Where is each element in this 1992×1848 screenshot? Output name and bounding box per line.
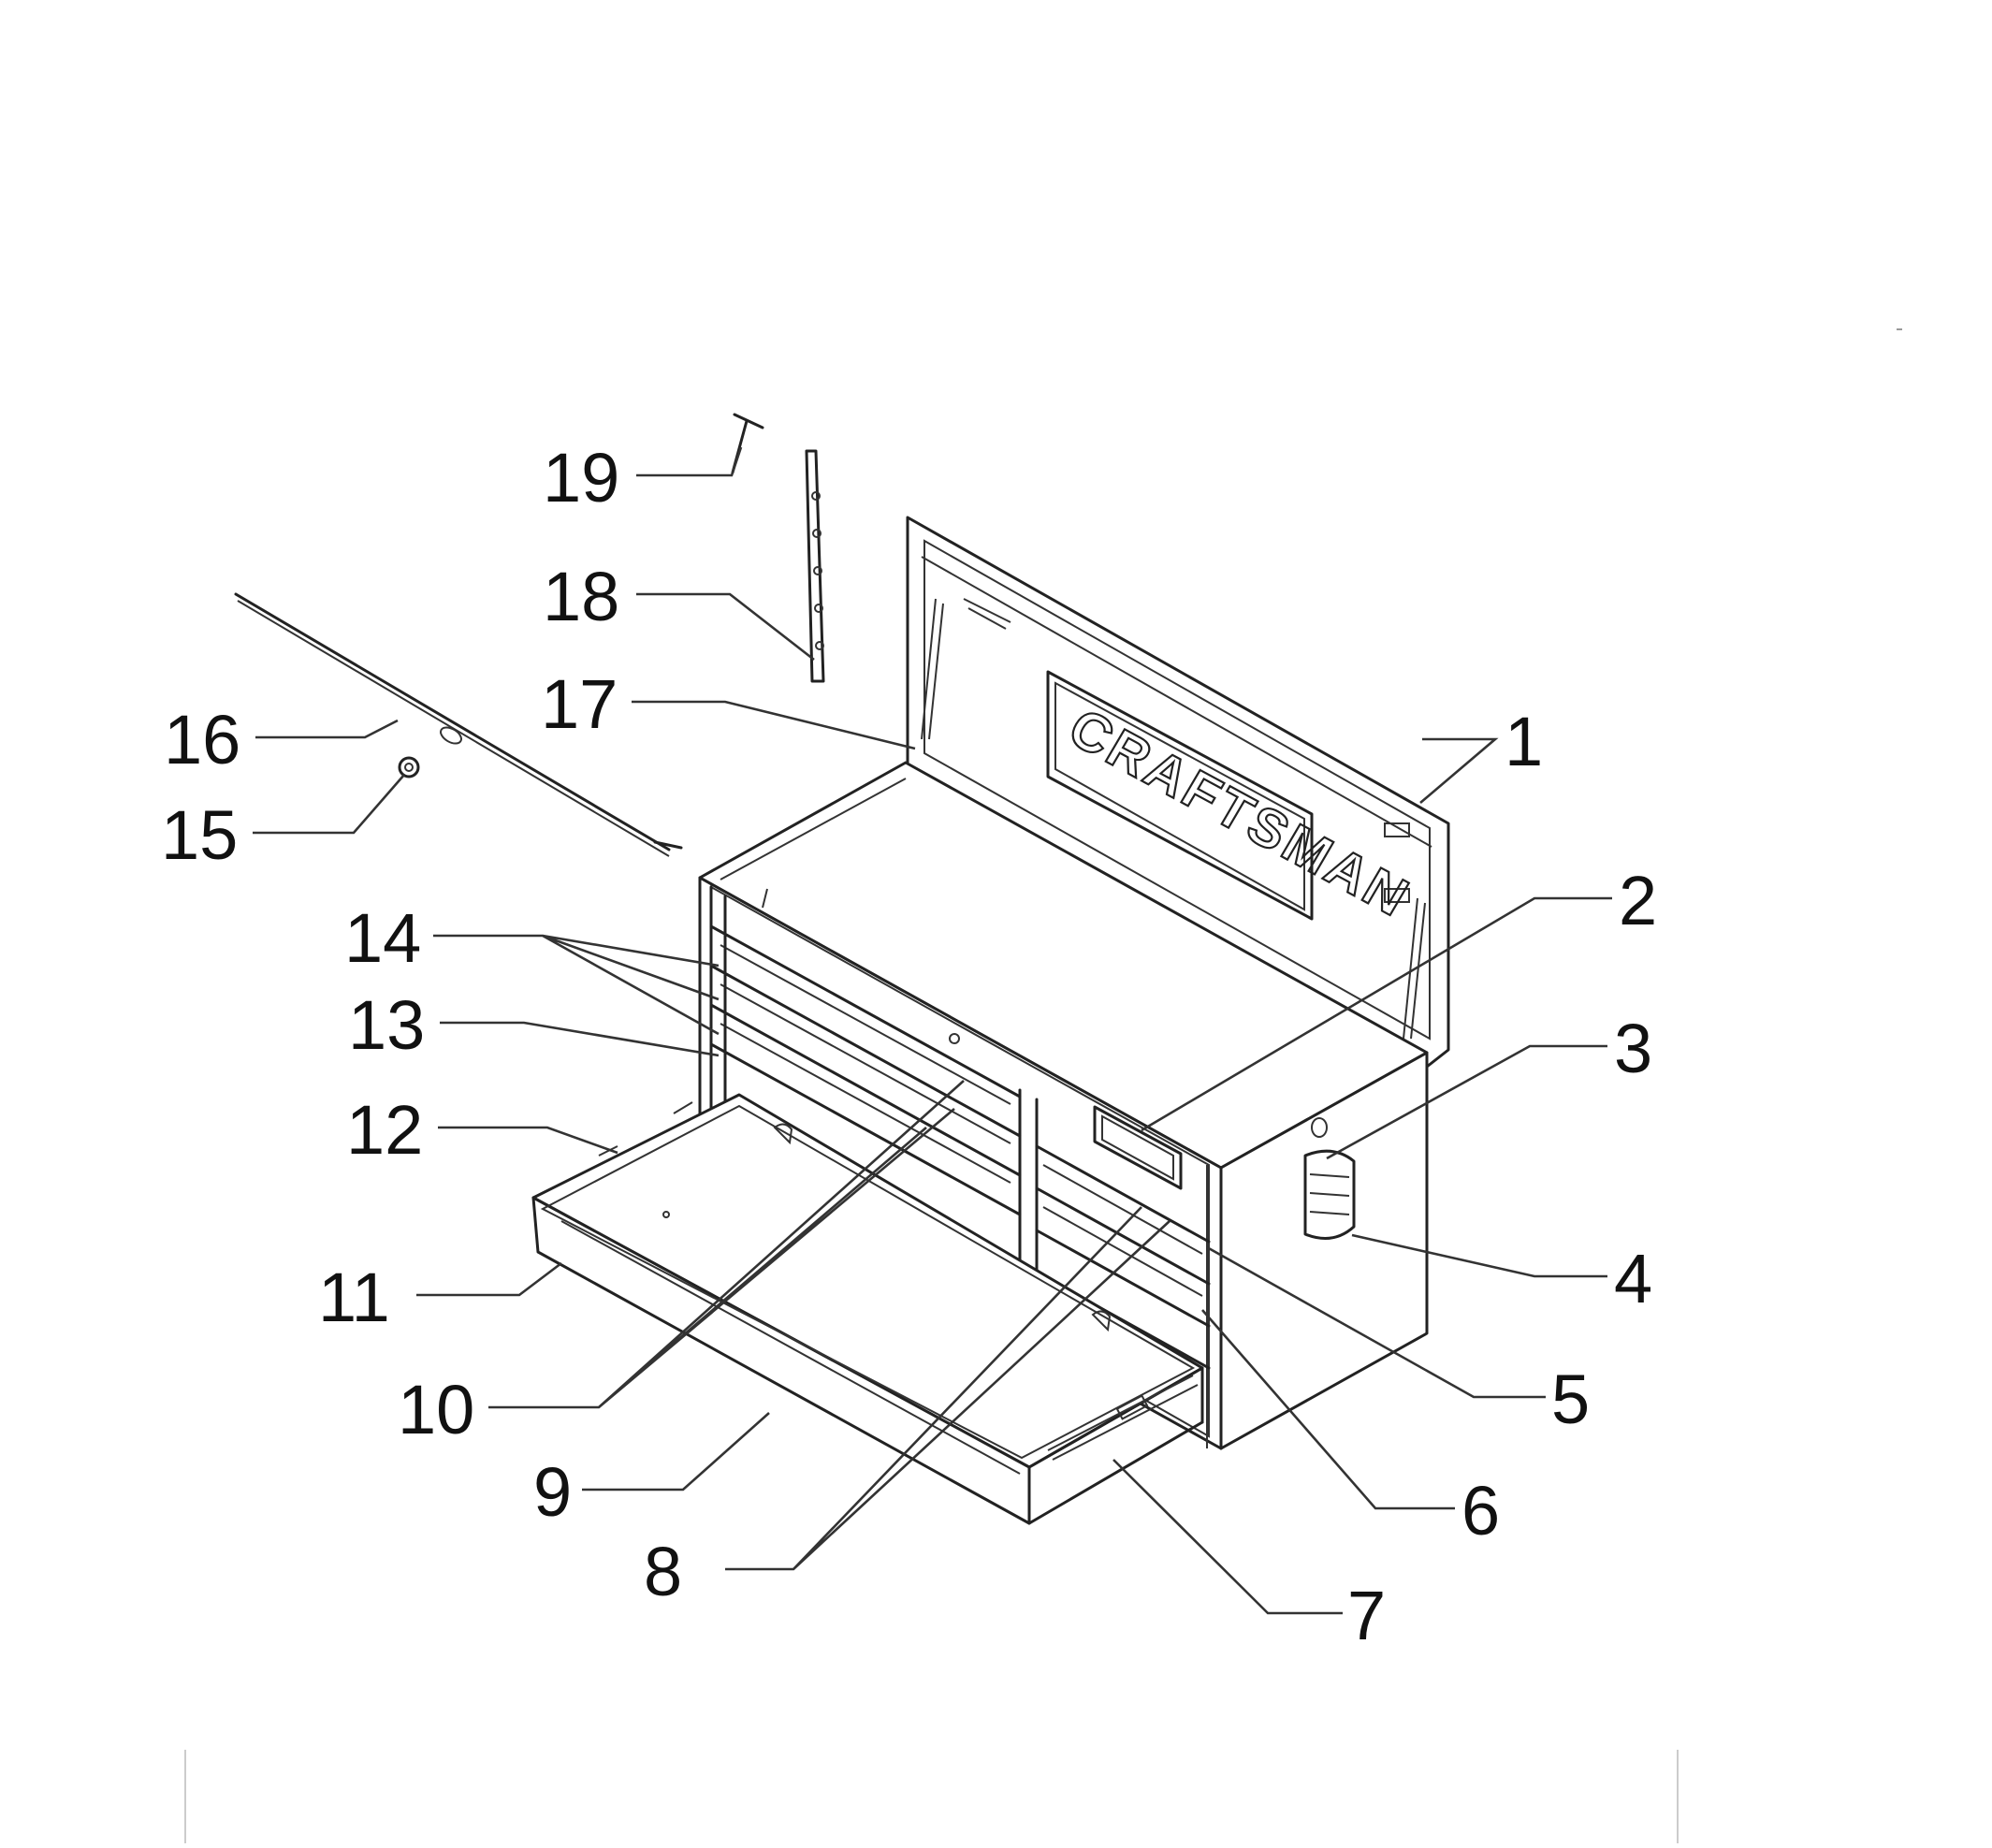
callout-16: 16	[164, 701, 240, 778]
callout-4: 4	[1614, 1240, 1652, 1317]
side-handle	[1303, 1149, 1356, 1240]
part-19-pin	[731, 413, 764, 474]
callout-2: 2	[1619, 862, 1657, 939]
callout-19: 19	[543, 439, 619, 517]
callout-13: 13	[348, 986, 425, 1064]
part-16-rod	[234, 592, 683, 857]
callout-9: 9	[533, 1453, 572, 1531]
callout-labels: 1 2 3 4 5 6 7 8 9 10 11 12 13 14 15 16 1…	[161, 439, 1657, 1654]
callout-6: 6	[1461, 1472, 1500, 1550]
callout-3: 3	[1614, 1010, 1652, 1087]
callout-7: 7	[1347, 1577, 1386, 1654]
callout-5: 5	[1551, 1361, 1590, 1438]
part-18-strip	[805, 449, 825, 683]
callout-18: 18	[543, 558, 619, 635]
callout-12: 12	[346, 1091, 423, 1169]
callout-10: 10	[398, 1371, 474, 1448]
callout-14: 14	[344, 899, 421, 977]
callout-8: 8	[644, 1533, 682, 1610]
callout-11: 11	[318, 1259, 390, 1336]
open-drawer	[531, 1093, 1204, 1525]
scan-artifacts	[184, 328, 1902, 1843]
part-15-fastener	[398, 756, 420, 778]
callout-1: 1	[1505, 703, 1543, 780]
callout-17: 17	[541, 665, 618, 743]
leader-lines	[253, 446, 1612, 1615]
callout-15: 15	[161, 796, 238, 874]
lock-plate	[1093, 1105, 1183, 1190]
